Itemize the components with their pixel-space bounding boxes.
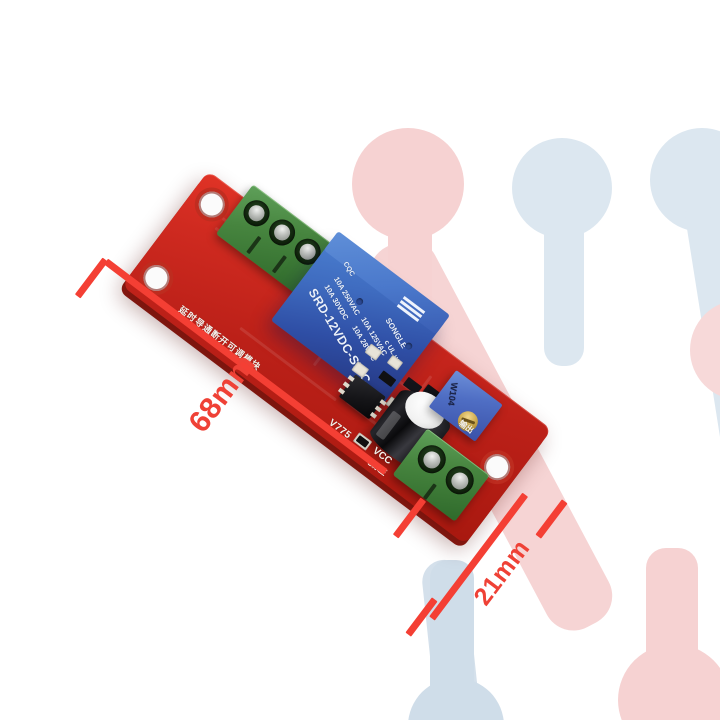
product-photo: SONGLE CQC 10A 250VAC 10A 30VDC 10A 125V… [74, 128, 720, 720]
relay-module-board: SONGLE CQC 10A 250VAC 10A 30VDC 10A 125V… [118, 170, 552, 550]
